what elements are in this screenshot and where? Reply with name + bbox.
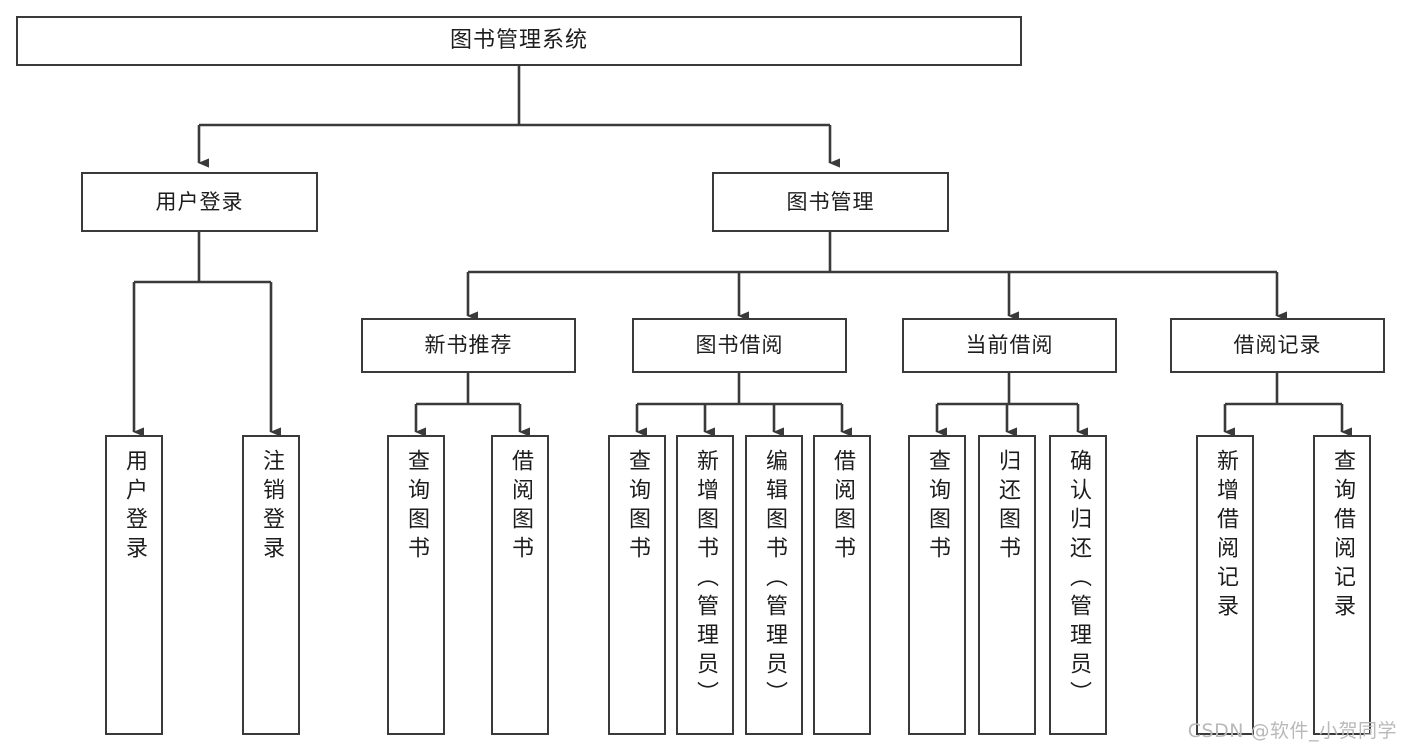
node-label: 图书借阅 [695, 333, 784, 358]
node-label: 新增借阅记录 [1213, 449, 1238, 623]
node-root-system[interactable]: 图书管理系统 [16, 16, 1022, 66]
node-new-book-recommend[interactable]: 新书推荐 [361, 318, 576, 373]
node-label: 查询借阅记录 [1330, 449, 1355, 623]
node-label: 借阅图书 [508, 449, 533, 565]
node-book-borrow[interactable]: 图书借阅 [632, 318, 847, 373]
node-label: 图书管理 [786, 189, 875, 214]
leaf-recommend-query-book[interactable]: 查询图书 [387, 435, 445, 735]
node-label: 查询图书 [625, 449, 650, 565]
node-label: 查询图书 [404, 449, 429, 565]
watermark: CSDN @软件_小贺同学 [1187, 720, 1397, 742]
node-label: 用户登录 [155, 189, 244, 214]
node-current-borrow[interactable]: 当前借阅 [902, 318, 1117, 373]
node-label: 借阅图书 [830, 449, 855, 565]
leaf-user-login-signout[interactable]: 注销登录 [242, 435, 300, 735]
node-label: 借阅记录 [1233, 333, 1322, 358]
leaf-borrow-query-book[interactable]: 查询图书 [608, 435, 666, 735]
leaf-records-add-record[interactable]: 新增借阅记录 [1196, 435, 1254, 735]
node-label: 新增图书（管理员） [693, 449, 718, 710]
leaf-borrow-add-book-admin[interactable]: 新增图书（管理员） [676, 435, 734, 735]
node-label: 新书推荐 [424, 333, 513, 358]
node-label: 确认归还（管理员） [1066, 449, 1091, 710]
leaf-user-login-signin[interactable]: 用户登录 [105, 435, 163, 735]
node-label: 当前借阅 [965, 333, 1054, 358]
node-borrow-records[interactable]: 借阅记录 [1170, 318, 1385, 373]
node-label: 查询图书 [925, 449, 950, 565]
node-book-management[interactable]: 图书管理 [712, 172, 949, 232]
leaf-borrow-edit-book-admin[interactable]: 编辑图书（管理员） [745, 435, 803, 735]
leaf-current-return-book[interactable]: 归还图书 [978, 435, 1036, 735]
node-label: 归还图书 [995, 449, 1020, 565]
node-label: 用户登录 [122, 449, 147, 565]
leaf-borrow-borrow-book[interactable]: 借阅图书 [813, 435, 871, 735]
node-user-login[interactable]: 用户登录 [81, 172, 318, 232]
node-label: 编辑图书（管理员） [762, 449, 787, 710]
node-label: 注销登录 [259, 449, 284, 565]
leaf-records-query-record[interactable]: 查询借阅记录 [1313, 435, 1371, 735]
leaf-current-query-book[interactable]: 查询图书 [908, 435, 966, 735]
leaf-recommend-borrow-book[interactable]: 借阅图书 [491, 435, 549, 735]
leaf-current-confirm-return-admin[interactable]: 确认归还（管理员） [1049, 435, 1107, 735]
node-label: 图书管理系统 [449, 28, 588, 54]
